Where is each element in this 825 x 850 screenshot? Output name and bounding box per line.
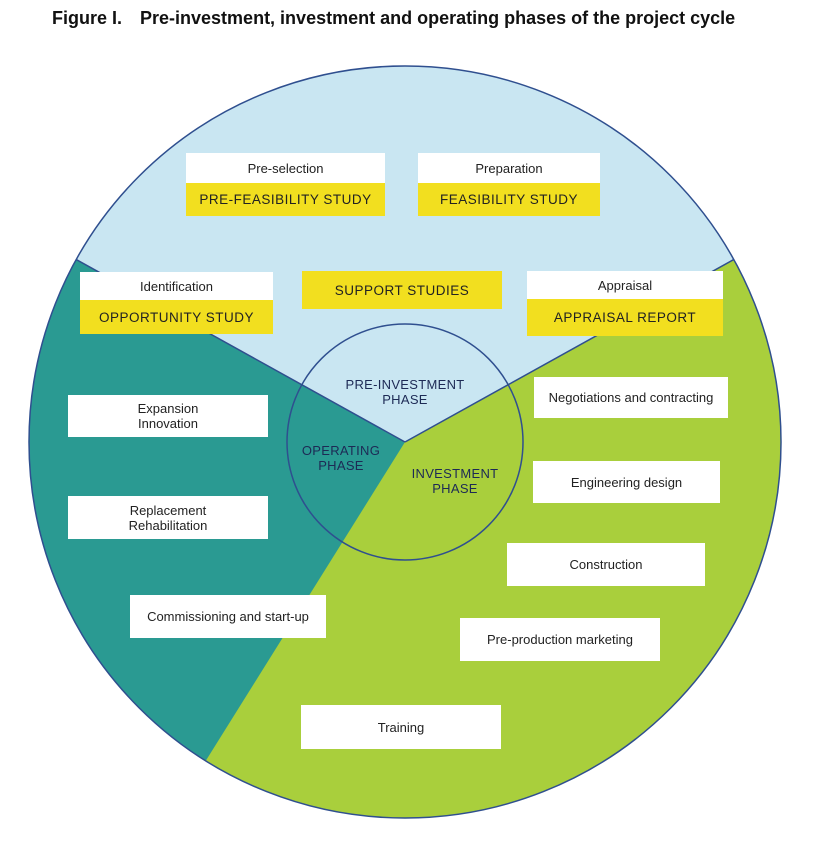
engineering-design-box: Engineering design	[533, 461, 720, 503]
box-text-line: Rehabilitation	[128, 517, 208, 533]
pre-feasibility-study-label: PRE-FEASIBILITY STUDY	[186, 183, 385, 216]
expansion-innovation-box: Expansion Innovation	[68, 395, 268, 437]
negotiations-contracting-box: Negotiations and contracting	[534, 377, 728, 418]
figure-title: Figure I. Pre-investment, investment and …	[52, 8, 812, 29]
outer-circle	[28, 65, 782, 819]
appraisal-label: Appraisal	[527, 271, 723, 299]
operating-phase-label: OPERATING PHASE	[286, 443, 396, 473]
figure-title-text: Pre-investment, investment and operating…	[140, 8, 736, 28]
figure-number: Figure I.	[52, 8, 123, 28]
investment-sector	[29, 195, 781, 818]
phase-label-line: INVESTMENT	[411, 466, 499, 481]
phase-label-line: PHASE	[432, 481, 478, 496]
pre-production-marketing-box: Pre-production marketing	[460, 618, 660, 661]
phase-label-line: OPERATING	[301, 443, 381, 458]
replacement-rehabilitation-box: Replacement Rehabilitation	[68, 496, 268, 539]
feasibility-study-label: FEASIBILITY STUDY	[418, 183, 600, 216]
support-studies-label: SUPPORT STUDIES	[302, 271, 502, 309]
appraisal-report-label: APPRAISAL REPORT	[527, 299, 723, 336]
training-box: Training	[301, 705, 501, 749]
phase-label-line: PRE-INVESTMENT	[345, 377, 465, 392]
box-text-line: Replacement	[129, 502, 207, 518]
box-text-line: Innovation	[138, 416, 198, 431]
commissioning-startup-box: Commissioning and start-up	[130, 595, 326, 638]
preparation-label: Preparation	[418, 153, 600, 183]
opportunity-study-label: OPPORTUNITY STUDY	[80, 300, 273, 334]
phase-label-line: PHASE	[318, 458, 364, 473]
box-text-line: Expansion	[137, 401, 199, 416]
identification-label: Identification	[80, 272, 273, 300]
phase-label-line: PHASE	[382, 392, 428, 407]
pre-selection-label: Pre-selection	[186, 153, 385, 183]
pre-investment-phase-label: PRE-INVESTMENT PHASE	[320, 377, 490, 407]
investment-phase-label: INVESTMENT PHASE	[395, 466, 515, 496]
construction-box: Construction	[507, 543, 705, 586]
inner-circle	[286, 323, 524, 561]
